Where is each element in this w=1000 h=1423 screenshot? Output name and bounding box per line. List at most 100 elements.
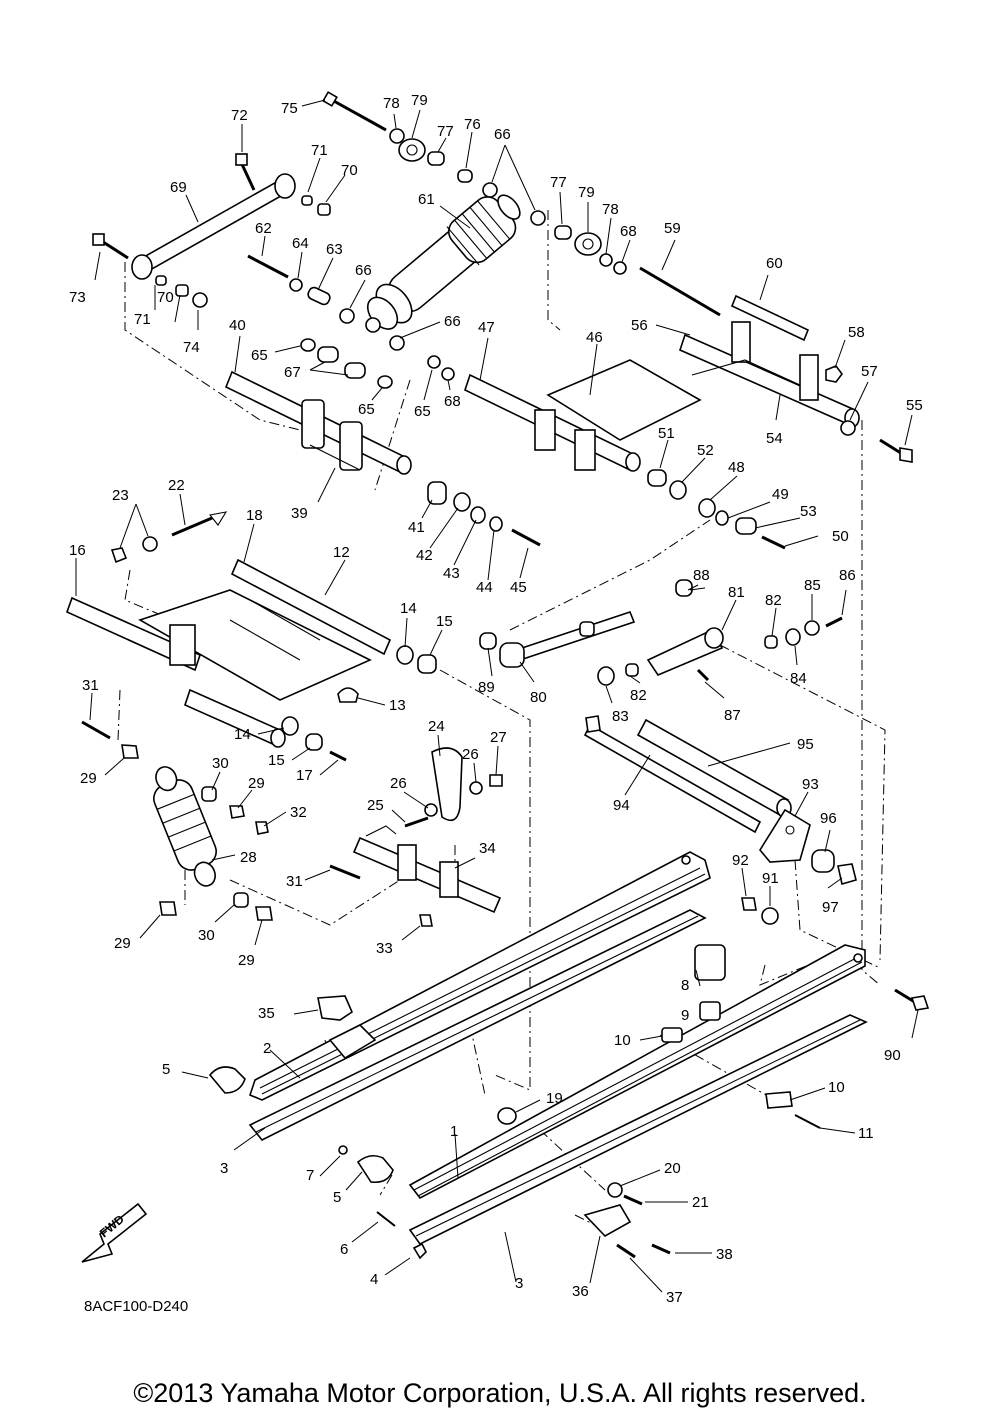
- callout-labels: 1 2 3 3 4 5 5 6 7 8 9 10 10 11 12 13 14 …: [69, 92, 923, 1306]
- callout: 86: [839, 567, 856, 584]
- callout: 3: [515, 1275, 523, 1292]
- callout: 31: [82, 677, 99, 694]
- callout: 15: [436, 613, 453, 630]
- callout: 78: [602, 201, 619, 218]
- callout: 66: [355, 262, 372, 279]
- callout: 28: [240, 849, 257, 866]
- callout: 29: [80, 770, 97, 787]
- callout: 89: [478, 679, 495, 696]
- callout: 71: [311, 142, 328, 159]
- callout: 75: [281, 100, 298, 117]
- leader-lines: [75, 99, 919, 1293]
- callout: 95: [797, 736, 814, 753]
- callout: 65: [251, 347, 268, 364]
- callout: 26: [462, 746, 479, 763]
- callout: 31: [286, 873, 303, 890]
- callout: 92: [732, 852, 749, 869]
- callout: 94: [613, 797, 630, 814]
- fwd-arrow-icon: FWD: [81, 1202, 148, 1263]
- callout: 16: [69, 542, 86, 559]
- callout: 19: [546, 1090, 563, 1107]
- callout: 79: [411, 92, 428, 109]
- callout: 58: [848, 324, 865, 341]
- callout: 65: [414, 403, 431, 420]
- callout: 3: [220, 1160, 228, 1177]
- callout: 96: [820, 810, 837, 827]
- callout: 70: [157, 289, 174, 306]
- callout: 13: [389, 697, 406, 714]
- callout: 41: [408, 519, 425, 536]
- callout: 37: [666, 1289, 683, 1306]
- callout: 25: [367, 797, 384, 814]
- callout: 7: [306, 1167, 314, 1184]
- callout: 33: [376, 940, 393, 957]
- callout: 30: [198, 927, 215, 944]
- callout: 11: [858, 1125, 874, 1142]
- callout: 81: [728, 584, 745, 601]
- front-arm-assembly: [65, 511, 503, 927]
- callout: 46: [586, 329, 603, 346]
- copyright-notice: ©2013 Yamaha Motor Corporation, U.S.A. A…: [133, 1378, 867, 1408]
- callout: 68: [444, 393, 461, 410]
- callout: 50: [832, 528, 849, 545]
- callout: 63: [326, 241, 343, 258]
- callout: 8: [681, 977, 689, 994]
- callout: 45: [510, 579, 527, 596]
- callout: 88: [693, 567, 710, 584]
- callout: 10: [614, 1032, 631, 1049]
- drawing-code: 8ACF100-D240: [84, 1298, 189, 1315]
- callout: 64: [292, 235, 309, 252]
- callout: 12: [333, 544, 350, 561]
- callout: 17: [296, 767, 313, 784]
- callout: 67: [284, 364, 301, 381]
- callout: 73: [69, 289, 86, 306]
- callout: 29: [114, 935, 131, 952]
- callout: 40: [229, 317, 246, 334]
- callout: 85: [804, 577, 821, 594]
- callout: 83: [612, 708, 629, 725]
- callout: 69: [170, 179, 187, 196]
- callout: 10: [828, 1079, 845, 1096]
- callout: 91: [762, 870, 779, 887]
- callout: 27: [490, 729, 507, 746]
- slide-rails: [208, 851, 868, 1260]
- callout: 49: [772, 486, 789, 503]
- callout: 66: [494, 126, 511, 143]
- callout: 56: [631, 317, 648, 334]
- callout: 29: [238, 952, 255, 969]
- callout: 38: [716, 1246, 733, 1263]
- callout: 47: [478, 319, 495, 336]
- callout: 14: [400, 600, 417, 617]
- callout: 51: [658, 425, 675, 442]
- callout: 52: [697, 442, 714, 459]
- callout: 20: [664, 1160, 681, 1177]
- callout: 6: [340, 1241, 348, 1258]
- callout: 62: [255, 220, 272, 237]
- callout: 21: [692, 1194, 709, 1211]
- callout: 23: [112, 487, 129, 504]
- callout: 35: [258, 1005, 275, 1022]
- callout: 2: [263, 1040, 271, 1057]
- callout: 82: [630, 687, 647, 704]
- callout: 74: [183, 339, 200, 356]
- callout: 61: [418, 191, 435, 208]
- callout: 80: [530, 689, 547, 706]
- callout: 1: [450, 1123, 458, 1140]
- callout: 82: [765, 592, 782, 609]
- callout: 72: [231, 107, 248, 124]
- callout: 36: [572, 1283, 589, 1300]
- callout: 32: [290, 804, 307, 821]
- callout: 18: [246, 507, 263, 524]
- callout: 59: [664, 220, 681, 237]
- callout: 14: [234, 726, 251, 743]
- callout: 44: [476, 579, 493, 596]
- callout: 87: [724, 707, 741, 724]
- callout: 30: [212, 755, 229, 772]
- rear-arm-assembly: [92, 91, 913, 550]
- callout: 71: [134, 311, 151, 328]
- callout: 55: [906, 397, 923, 414]
- callout: 76: [464, 116, 481, 133]
- callout: 70: [341, 162, 358, 179]
- callout: 90: [884, 1047, 901, 1064]
